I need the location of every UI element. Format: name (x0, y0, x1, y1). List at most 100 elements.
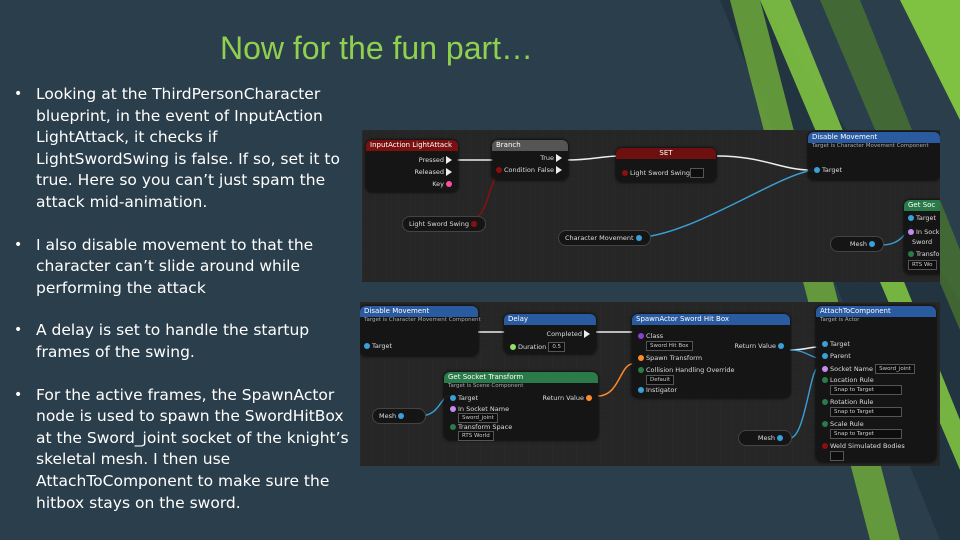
pin-socket-name: Socket Name (830, 365, 873, 373)
scale-rule-dropdown[interactable]: Snap to Target (830, 429, 902, 439)
class-pin-icon[interactable] (638, 333, 644, 339)
getter-label: Mesh (757, 434, 775, 442)
enum-pin-icon[interactable] (638, 367, 644, 373)
bullet-text: I also disable movement to that the char… (36, 235, 314, 297)
bool-pin-icon[interactable] (622, 170, 628, 176)
pin-target: Target (830, 340, 851, 348)
disable-movement-title: Disable Movement (360, 306, 478, 317)
object-pin-icon[interactable] (778, 343, 784, 349)
enum-pin-icon[interactable] (450, 424, 456, 430)
bool-pin-icon[interactable] (470, 221, 477, 227)
disable-movement-subtitle: Target is Character Movement Component (812, 143, 929, 149)
transform-pin-icon[interactable] (638, 355, 644, 361)
mesh-node[interactable]: Mesh (830, 236, 884, 252)
pin-return-value: Return Value (542, 394, 585, 402)
rotation-rule-dropdown[interactable]: Snap to Target (830, 407, 902, 417)
pin-instigator: Instigator (646, 386, 678, 394)
spawn-actor-node[interactable]: SpawnActor Sword Hit Box Class Sword Hit… (632, 314, 790, 398)
bullet-text: A delay is set to handle the startup fra… (36, 321, 310, 361)
disable-movement-subtitle: Target is Character Movement Component (364, 317, 481, 323)
weld-checkbox[interactable] (830, 451, 844, 461)
disable-movement-node[interactable]: Disable Movement Target is Character Mov… (360, 306, 481, 356)
pin-transform: Transfo (916, 250, 940, 258)
target-pin-icon[interactable] (908, 215, 914, 221)
spawn-actor-title: SpawnActor Sword Hit Box (632, 314, 790, 325)
input-action-title: InputAction LightAttack (366, 140, 458, 151)
get-light-sword-swing-node[interactable]: Light Sword Swing (402, 216, 486, 232)
checkbox[interactable] (689, 168, 704, 178)
input-action-node[interactable]: InputAction LightAttack Pressed Released… (366, 140, 458, 192)
target-pin-icon[interactable] (450, 395, 456, 401)
object-pin-icon[interactable] (869, 241, 875, 247)
pin-in-socket-name: In Socket Name (458, 405, 510, 413)
branch-node[interactable]: Branch Condition True False (492, 140, 568, 180)
class-dropdown[interactable]: Sword Hit Box (646, 341, 693, 351)
bullet-dot: • (14, 236, 23, 253)
pin-light-sword-swing: Light Sword Swing (630, 169, 690, 177)
exec-pin-icon[interactable] (446, 168, 452, 176)
socket-name-field[interactable]: Sword_joint (875, 364, 915, 374)
float-pin-icon[interactable] (510, 344, 516, 350)
enum-pin-icon[interactable] (822, 421, 828, 427)
name-pin-icon[interactable] (822, 366, 828, 372)
get-socket-node[interactable]: Get Soc Target In Sock Sword Transfo RTS… (904, 200, 940, 274)
pin-target: Target (372, 342, 393, 350)
target-pin-icon[interactable] (822, 341, 828, 347)
pin-duration: Duration (518, 343, 547, 351)
transform-space-dropdown[interactable]: RTS World (458, 431, 494, 441)
pin-pressed: Pressed (418, 156, 444, 164)
name-pin-icon[interactable] (908, 229, 914, 235)
disable-movement-title: Disable Movement (808, 132, 940, 143)
bullet-dot: • (14, 86, 23, 102)
pin-collision: Collision Handling Override (646, 366, 735, 374)
pin-target: Target (916, 214, 937, 222)
exec-pin-icon[interactable] (556, 166, 562, 174)
delay-node[interactable]: Delay Completed Duration 0.5 (504, 314, 596, 354)
object-pin-icon[interactable] (638, 387, 644, 393)
parent-pin-icon[interactable] (822, 353, 828, 359)
pin-condition: Condition (504, 166, 536, 174)
get-socket-transform-node[interactable]: Get Socket Transform Target is Scene Com… (444, 372, 598, 441)
object-pin-icon[interactable] (398, 413, 405, 419)
enum-pin-icon[interactable] (822, 377, 828, 383)
mesh-node-right[interactable]: Mesh (738, 430, 792, 446)
bullet-item: •For the active frames, the SpawnActor n… (14, 385, 354, 515)
bool-pin-icon[interactable] (822, 443, 828, 449)
location-rule-dropdown[interactable]: Snap to Target (830, 385, 902, 395)
mesh-node-left[interactable]: Mesh (372, 408, 426, 424)
object-pin-icon[interactable] (635, 235, 642, 241)
object-pin-icon[interactable] (777, 435, 783, 441)
exec-pin-icon[interactable] (446, 156, 452, 164)
pin-target: Target (822, 166, 843, 174)
pin-rotation-rule: Rotation Rule (830, 398, 874, 406)
disable-movement-node[interactable]: Disable Movement Target is Character Mov… (808, 132, 940, 180)
getter-label: Mesh (849, 240, 867, 248)
transform-pin-icon[interactable] (586, 395, 592, 401)
target-pin-icon[interactable] (364, 343, 370, 349)
bullet-text: Looking at the ThirdPersonCharacter blue… (36, 85, 340, 211)
bullet-item: •A delay is set to handle the startup fr… (14, 320, 354, 363)
exec-pin-icon[interactable] (556, 154, 562, 162)
pin-key: Key (432, 180, 444, 188)
bullet-item: • I also disable movement to that the cha… (14, 235, 354, 300)
attach-to-component-node[interactable]: AttachToComponent Target is Actor Target… (816, 306, 936, 462)
blueprint-screenshot-bottom: Disable Movement Target is Character Mov… (360, 302, 940, 466)
key-pin-icon[interactable] (446, 181, 452, 187)
attach-subtitle: Target is Actor (820, 317, 860, 323)
duration-field[interactable]: 0.5 (548, 342, 566, 352)
set-node[interactable]: SET Light Sword Swing (616, 148, 716, 182)
pin-released: Released (414, 168, 444, 176)
transform-space-dropdown[interactable]: RTS Wo (908, 260, 937, 270)
collision-dropdown[interactable]: Default (646, 375, 675, 385)
enum-pin-icon[interactable] (908, 251, 914, 257)
socket-name-field[interactable]: Sword_joint (458, 413, 498, 423)
target-pin-icon[interactable] (814, 167, 820, 173)
getter-label: Character Movement (565, 234, 634, 242)
enum-pin-icon[interactable] (822, 399, 828, 405)
exec-pin-icon[interactable] (584, 330, 590, 338)
character-movement-node[interactable]: Character Movement (558, 230, 651, 246)
socket-field[interactable]: Sword (912, 238, 933, 246)
getter-label: Mesh (379, 412, 397, 420)
name-pin-icon[interactable] (450, 406, 456, 412)
condition-pin-icon[interactable] (496, 167, 502, 173)
